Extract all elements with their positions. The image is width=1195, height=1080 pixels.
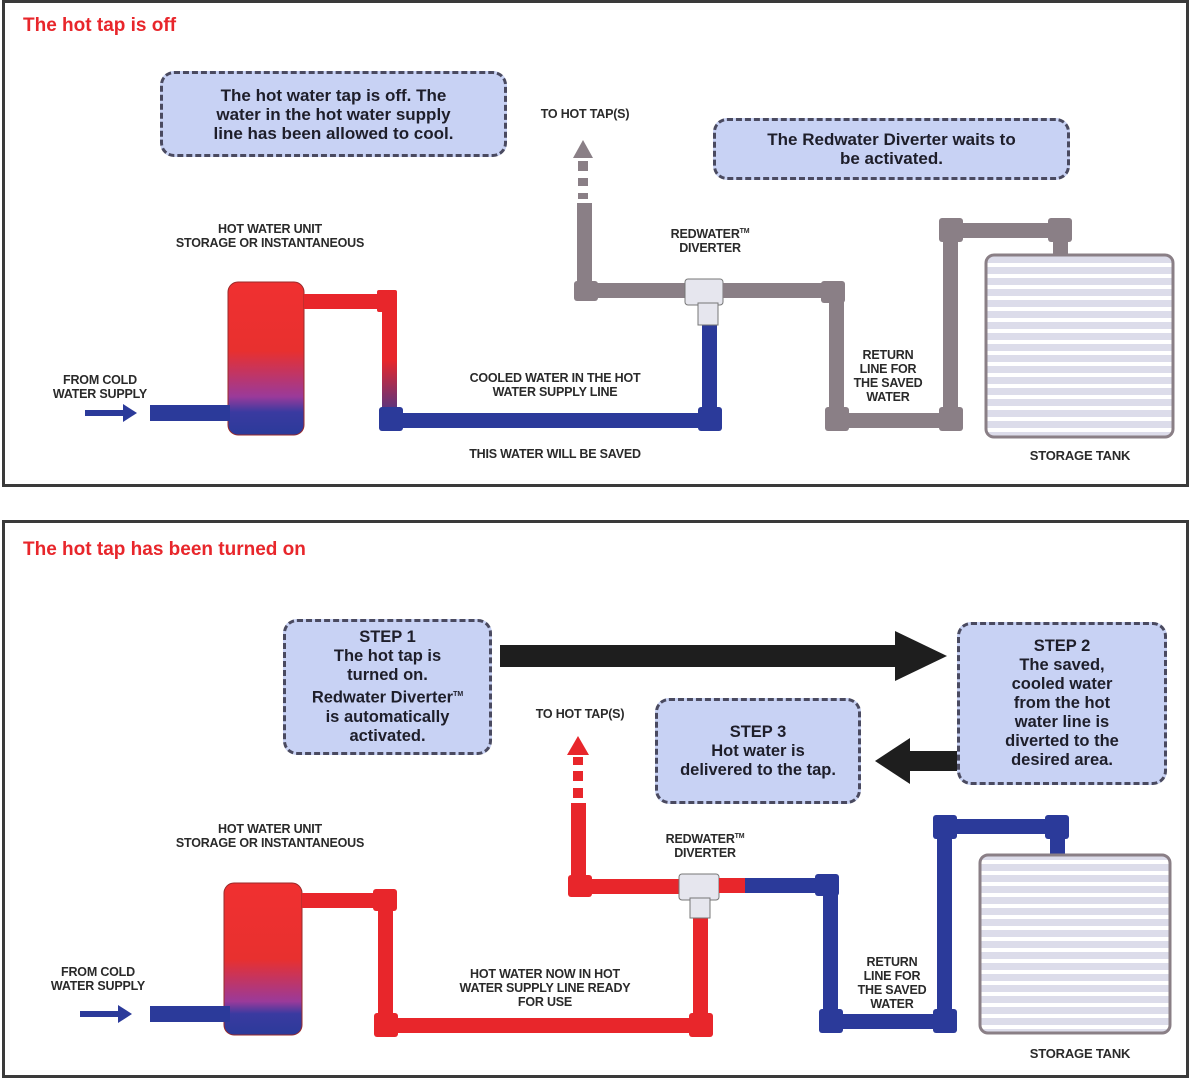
to-tap-arrow xyxy=(567,736,589,755)
label-line: FOR USE xyxy=(517,995,573,1009)
label-line: WATER SUPPLY xyxy=(50,979,146,993)
label-line: WATER xyxy=(866,390,910,404)
cold-feed-pipe xyxy=(150,1006,230,1022)
redwater-diverter xyxy=(684,278,724,306)
note-line: turned on. xyxy=(347,666,428,685)
hot-outlet-pipe xyxy=(302,893,390,908)
trademark: TM xyxy=(453,691,464,699)
note-line: activated. xyxy=(349,726,426,745)
note-line: delivered to the tap. xyxy=(680,760,836,779)
to-tap-arrow xyxy=(573,140,593,158)
label-line: HOT WATER UNIT xyxy=(218,822,322,836)
label-line: HOT WATER UNIT xyxy=(218,222,322,236)
cooled-supply-pipe xyxy=(382,413,717,428)
label-line: STORAGE OR INSTANTANEOUS xyxy=(175,236,365,250)
label-line: DIVERTER xyxy=(679,241,741,256)
return-pipe xyxy=(745,878,830,893)
note-line: water line is xyxy=(1014,713,1110,731)
hot-unit-label: HOT WATER UNIT STORAGE OR INSTANTANEOUS xyxy=(145,222,395,250)
label-line: RETURN xyxy=(862,348,914,362)
storage-tank xyxy=(984,253,1175,439)
trademark: TM xyxy=(734,833,745,840)
note-line: The hot tap is xyxy=(333,647,442,666)
note-line: The hot water tap is off. The xyxy=(220,85,447,105)
label-line: WATER SUPPLY LINE READY xyxy=(459,981,631,995)
diagram-tap-off xyxy=(85,140,1175,439)
step-heading: STEP 1 xyxy=(359,628,416,647)
label-line: LINE FOR xyxy=(863,969,921,983)
panel-tap-on: The hot tap has been turned on xyxy=(2,520,1189,1078)
panel-tap-off: The hot tap is off xyxy=(2,0,1189,487)
flow-arrow-right xyxy=(500,631,947,681)
diverter-inlet-pipe xyxy=(702,313,717,423)
return-line-label: RETURN LINE FOR THE SAVED WATER xyxy=(843,348,933,404)
cold-arrow xyxy=(85,404,137,422)
note-line: is automatically xyxy=(325,707,450,726)
note-line: cooled water xyxy=(1011,675,1113,693)
note-line: desired area. xyxy=(1011,751,1113,769)
cold-supply-label: FROM COLD WATER SUPPLY xyxy=(45,373,155,401)
note-diverter-waits: The Redwater Diverter waits to be activa… xyxy=(713,118,1070,180)
note-line: diverted to the xyxy=(1005,732,1119,750)
panel-title: The hot tap is off xyxy=(23,15,177,36)
return-pipe xyxy=(723,283,835,298)
label-line: RETURN xyxy=(866,955,918,969)
label-line: WATER SUPPLY LINE xyxy=(492,385,618,399)
note-line: The Redwater Diverter waits to xyxy=(767,130,1016,149)
tank-label: STORAGE TANK xyxy=(1029,1046,1131,1061)
hot-water-unit xyxy=(227,281,305,436)
diverter-label: REDWATERTM DIVERTER xyxy=(655,225,765,255)
trademark: TM xyxy=(739,228,750,235)
cold-arrow xyxy=(80,1005,132,1023)
label-line: COOLED WATER IN THE HOT xyxy=(469,371,641,385)
label-line: THE SAVED xyxy=(857,983,927,997)
diagram-tap-on xyxy=(80,631,1172,1037)
riser-pipe xyxy=(378,898,393,1025)
to-tap-label: TO HOT TAP(S) xyxy=(540,107,630,121)
note-tap-off: The hot water tap is off. The water in t… xyxy=(160,71,507,157)
hot-supply-pipe xyxy=(378,1018,708,1033)
label-line: REDWATER xyxy=(670,227,740,242)
label-line: HOT WATER NOW IN HOT xyxy=(470,967,620,981)
note-line: The saved, xyxy=(1019,656,1105,674)
to-tap-label: TO HOT TAP(S) xyxy=(535,707,625,721)
diverter-label: REDWATERTM DIVERTER xyxy=(650,830,760,860)
flow-arrow-left xyxy=(875,738,970,784)
note-line: be activated. xyxy=(840,149,943,168)
step-heading: STEP 3 xyxy=(729,722,787,741)
cold-supply-label: FROM COLD WATER SUPPLY xyxy=(43,965,153,993)
note-line: Hot water is xyxy=(711,741,805,760)
label-line: LINE FOR xyxy=(859,362,917,376)
label-line: THE SAVED xyxy=(853,376,923,390)
note-line: from the hot xyxy=(1013,694,1111,712)
note-line: line has been allowed to cool. xyxy=(213,123,454,143)
hot-line-label: HOT WATER NOW IN HOT WATER SUPPLY LINE R… xyxy=(420,967,670,1009)
step3-note: STEP 3 Hot water is delivered to the tap… xyxy=(655,698,861,804)
hot-unit-label: HOT WATER UNIT STORAGE OR INSTANTANEOUS xyxy=(145,822,395,850)
return-line-label: RETURN LINE FOR THE SAVED WATER xyxy=(847,955,937,1011)
hot-outlet-pipe xyxy=(304,294,394,309)
step2-note: STEP 2 The saved, cooled water from the … xyxy=(957,622,1167,785)
label-line: STORAGE OR INSTANTANEOUS xyxy=(175,836,365,850)
label-line: REDWATER xyxy=(665,832,735,847)
step1-note: STEP 1 The hot tap is turned on. Redwate… xyxy=(283,619,492,755)
saved-note-label: THIS WATER WILL BE SAVED xyxy=(469,447,641,461)
cooled-line-label: COOLED WATER IN THE HOT WATER SUPPLY LIN… xyxy=(435,371,675,399)
tank-label: STORAGE TANK xyxy=(1029,448,1131,463)
label-line: WATER xyxy=(870,997,914,1011)
note-line: water in the hot water supply xyxy=(216,104,451,124)
diverter-inlet-pipe xyxy=(693,903,708,1028)
panel-title: The hot tap has been turned on xyxy=(23,539,306,560)
hot-water-unit xyxy=(223,882,303,1036)
label-line: WATER SUPPLY xyxy=(52,387,148,401)
label-line: DIVERTER xyxy=(674,846,736,861)
label-line: FROM COLD xyxy=(63,373,137,387)
step-heading: STEP 2 xyxy=(1033,637,1091,655)
cold-feed-pipe xyxy=(150,405,230,421)
storage-tank xyxy=(978,853,1172,1035)
note-line: Redwater Diverter xyxy=(311,688,454,707)
label-line: FROM COLD xyxy=(61,965,135,979)
redwater-diverter xyxy=(678,873,720,901)
riser-pipe xyxy=(382,294,397,426)
